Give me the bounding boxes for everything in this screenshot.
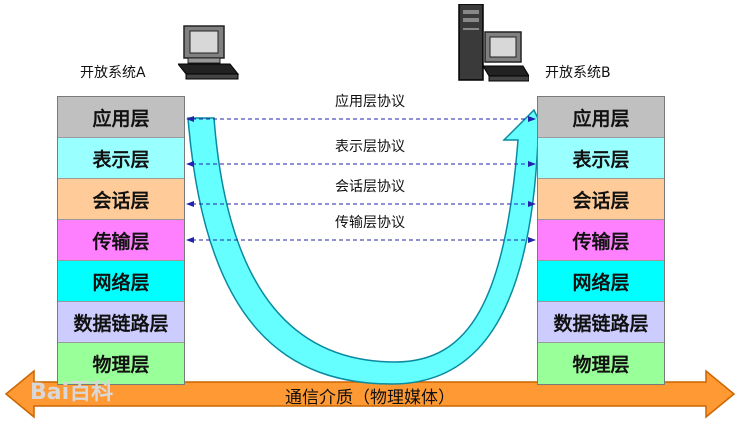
arrowhead-right	[528, 201, 536, 207]
arrowhead-left	[186, 237, 194, 243]
protocol-lines	[186, 116, 536, 243]
layer-data-link: 数据链路层	[538, 302, 664, 343]
layer-network: 网络层	[538, 261, 664, 302]
protocol-label-session: 会话层协议	[335, 179, 405, 195]
media-label: 通信介质（物理媒体）	[285, 388, 455, 408]
system-b-label: 开放系统B	[545, 65, 611, 81]
baidu-watermark-logo: Bai百科	[30, 380, 114, 405]
layer-network: 网络层	[58, 261, 184, 302]
layer-application: 应用层	[58, 97, 184, 138]
layer-transport: 传输层	[58, 220, 184, 261]
arrowhead-right	[528, 237, 536, 243]
system-a-label: 开放系统A	[80, 65, 146, 81]
osi-stack-a: 应用层 表示层 会话层 传输层 网络层 数据链路层 物理层	[57, 96, 185, 385]
layer-physical: 物理层	[538, 343, 664, 384]
layer-session: 会话层	[538, 179, 664, 220]
layer-presentation: 表示层	[58, 138, 184, 179]
layer-presentation: 表示层	[538, 138, 664, 179]
arrowhead-left	[186, 201, 194, 207]
protocol-label-application: 应用层协议	[335, 94, 405, 110]
layer-application: 应用层	[538, 97, 664, 138]
computer-icon	[178, 25, 240, 80]
protocol-label-presentation: 表示层协议	[335, 139, 405, 155]
protocol-label-transport: 传输层协议	[335, 215, 405, 231]
layer-physical: 物理层	[58, 343, 184, 384]
arrowhead-right	[528, 116, 536, 122]
arrowhead-right	[528, 161, 536, 167]
layer-data-link: 数据链路层	[58, 302, 184, 343]
layer-transport: 传输层	[538, 220, 664, 261]
arrowhead-left	[186, 161, 194, 167]
layer-session: 会话层	[58, 179, 184, 220]
arrowhead-left	[186, 116, 194, 122]
osi-stack-b: 应用层 表示层 会话层 传输层 网络层 数据链路层 物理层	[537, 96, 665, 385]
computer-tower-icon	[458, 4, 529, 82]
